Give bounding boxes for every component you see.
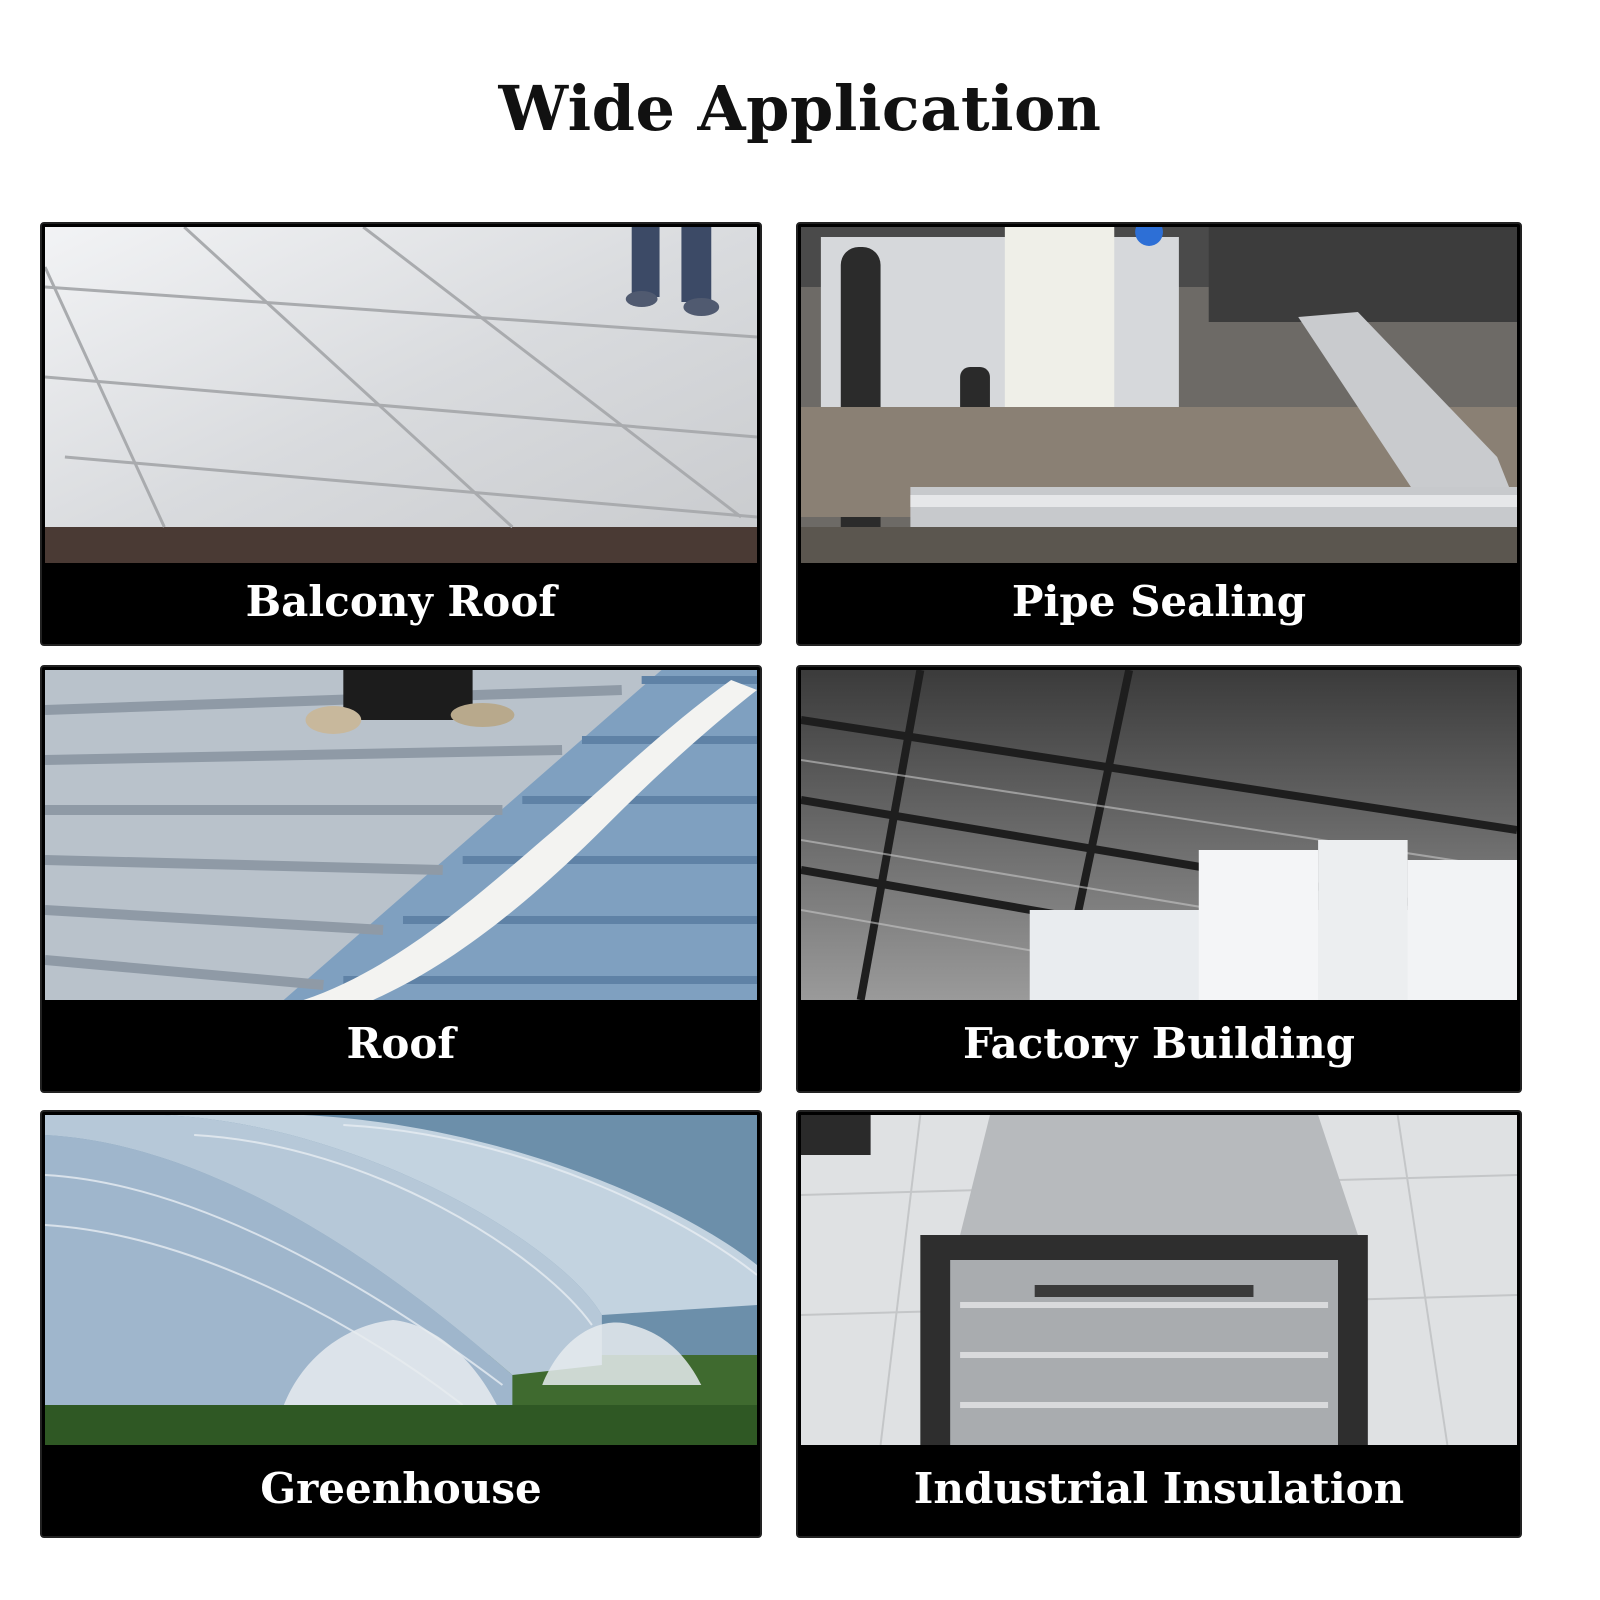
pipe-sealing-photo	[801, 227, 1517, 563]
card-industrial-insulation: Industrial Insulation	[796, 1110, 1522, 1538]
card-caption: Factory Building	[962, 1019, 1356, 1068]
card-caption: Industrial Insulation	[913, 1464, 1405, 1513]
card-roof: Roof	[40, 665, 762, 1093]
greenhouse-photo	[45, 1115, 757, 1445]
card-caption: Greenhouse	[260, 1464, 542, 1513]
page-title: Wide Application	[498, 72, 1102, 145]
card-greenhouse: Greenhouse	[40, 1110, 762, 1538]
card-caption: Balcony Roof	[245, 577, 557, 626]
card-caption: Pipe Sealing	[1011, 577, 1307, 626]
industrial-insulation-photo	[801, 1115, 1517, 1445]
factory-building-photo	[801, 670, 1517, 1000]
balcony-roof-photo	[45, 227, 757, 563]
card-pipe-sealing: Pipe Sealing	[796, 222, 1522, 646]
card-balcony-roof: Balcony Roof	[40, 222, 762, 646]
card-caption: Roof	[346, 1019, 456, 1068]
card-factory-building: Factory Building	[796, 665, 1522, 1093]
roof-photo	[45, 670, 757, 1000]
